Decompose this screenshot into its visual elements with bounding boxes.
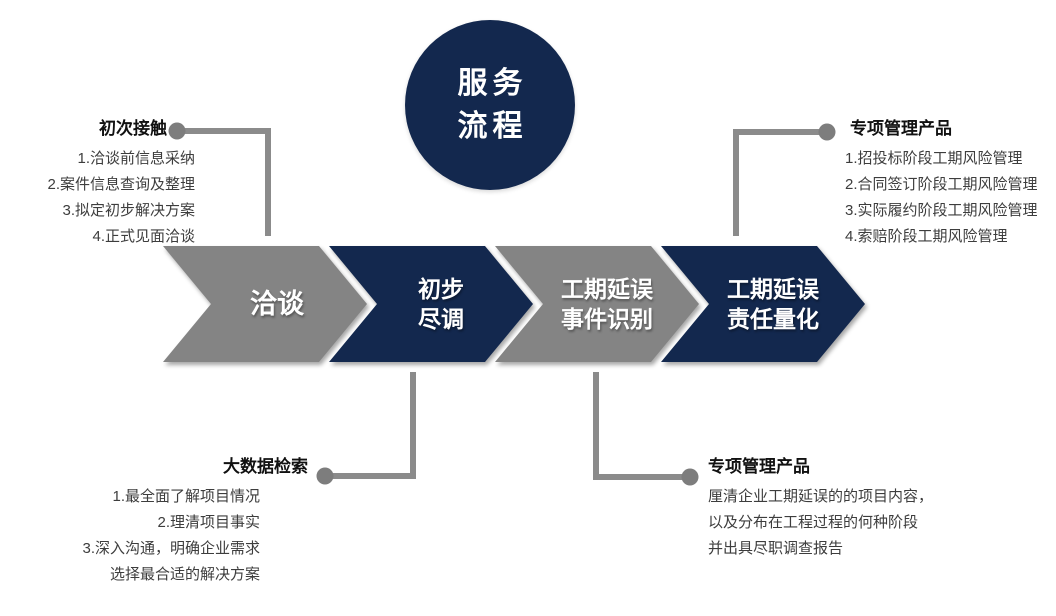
step-label-3: 工期延误事件识别	[561, 276, 653, 332]
connector-dot-top-right	[818, 123, 836, 141]
connector-bottom-right	[593, 372, 690, 480]
annotation-item: 2.理清项目事实	[157, 514, 260, 531]
annotation-item: 并出具尽职调查报告	[708, 540, 844, 557]
annotation-item: 2.合同签订阶段工期风险管理	[845, 176, 1038, 193]
annotation-title: 专项管理产品	[708, 457, 810, 476]
chevron-step-3	[495, 246, 699, 362]
annotation-item: 1.最全面了解项目情况	[112, 488, 260, 505]
connector-dot-bottom-right	[681, 468, 699, 486]
annotation-special-products-bottom: 专项管理产品 厘清企业工期延误的的项目内容， 以及分布在工程过程的何种阶段 并出…	[708, 452, 1008, 562]
connector-bottom-left	[325, 372, 416, 479]
chevron-step-1	[163, 246, 367, 362]
annotation-item: 1.招投标阶段工期风险管理	[845, 150, 1023, 167]
connector-top-right	[733, 129, 827, 236]
annotation-big-data-search: 大数据检索 1.最全面了解项目情况 2.理清项目事实 3.深入沟通，明确企业需求…	[0, 452, 308, 588]
chevron-step-2	[329, 246, 533, 362]
title-line-1: 服务	[457, 67, 528, 100]
annotation-item: 以及分布在工程过程的何种阶段	[708, 514, 919, 531]
annotation-special-products-top: 专项管理产品 1.招投标阶段工期风险管理 2.合同签订阶段工期风险管理 3.实际…	[845, 114, 1056, 250]
annotation-item: 3.实际履约阶段工期风险管理	[845, 202, 1038, 219]
connector-dot-top-left	[168, 122, 186, 140]
annotation-item: 2.案件信息查询及整理	[47, 176, 195, 193]
annotation-item: 厘清企业工期延误的的项目内容，	[708, 488, 934, 505]
annotation-item: 3.深入沟通，明确企业需求	[82, 540, 260, 557]
title-circle: 服务 流程	[405, 20, 575, 190]
connector-dot-bottom-left	[316, 467, 334, 485]
chevron-step-4	[661, 246, 865, 362]
annotation-title: 初次接触	[99, 119, 167, 138]
annotation-item: 3.拟定初步解决方案	[62, 202, 195, 219]
annotation-item: 4.正式见面洽谈	[92, 228, 195, 245]
annotation-item: 选择最合适的解决方案	[109, 566, 260, 583]
annotation-first-contact: 初次接触 1.洽谈前信息采纳 2.案件信息查询及整理 3.拟定初步解决方案 4.…	[0, 114, 195, 250]
step-label-4: 工期延误责任量化	[727, 276, 819, 332]
step-label-1: 洽谈	[250, 289, 304, 319]
title-line-2: 流程	[457, 110, 528, 143]
annotation-item: 4.索赔阶段工期风险管理	[845, 228, 1008, 245]
step-label-2: 初步尽调	[418, 276, 464, 332]
connector-top-left	[177, 128, 271, 236]
annotation-title: 大数据检索	[223, 457, 308, 476]
annotation-title: 专项管理产品	[850, 119, 952, 138]
annotation-item: 1.洽谈前信息采纳	[77, 150, 195, 167]
